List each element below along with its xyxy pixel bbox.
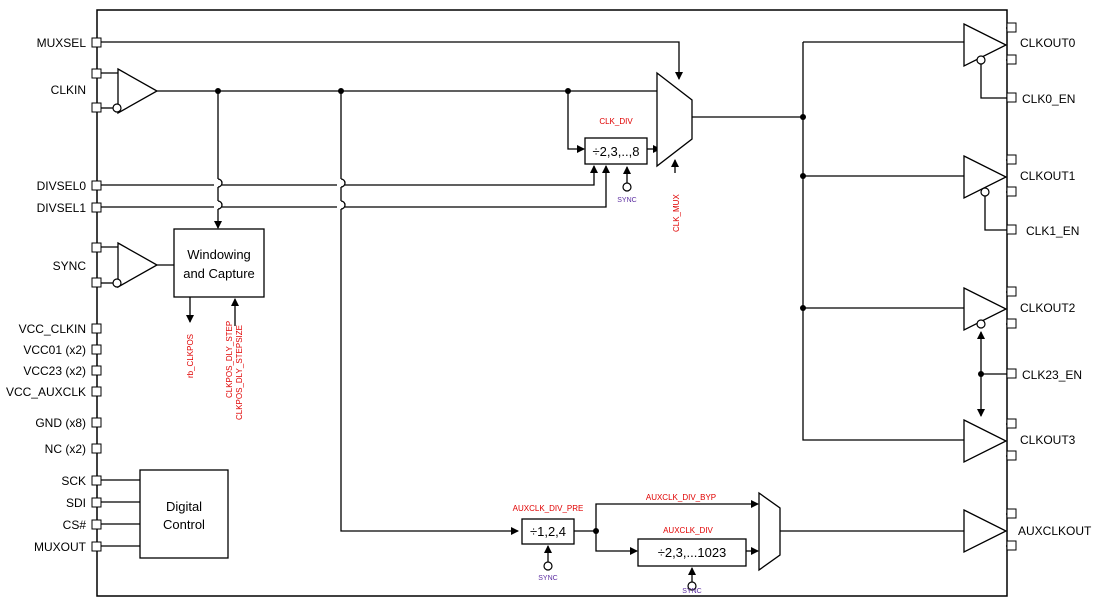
digital-control-block <box>139 469 229 559</box>
windowing-label-1: Windowing <box>187 247 251 262</box>
pin-label-clk1-en: CLK1_EN <box>1026 224 1079 238</box>
clkin-buffer <box>101 67 159 115</box>
windowing-capture-block <box>173 228 265 298</box>
pin-label-clkout0: CLKOUT0 <box>1020 36 1076 50</box>
pin-label-muxsel: MUXSEL <box>37 36 87 50</box>
pin-label-muxout: MUXOUT <box>34 540 87 554</box>
clk-div-sync-label: SYNC <box>617 197 636 204</box>
auxclk-div-label: AUXCLK_DIV <box>663 526 713 535</box>
aux-pre-divider-block <box>521 518 575 545</box>
auxclk-div-byp-label: AUXCLK_DIV_BYP <box>646 493 716 502</box>
clk-mux-label: CLK_MUX <box>672 194 681 232</box>
sync-buffer <box>101 241 159 289</box>
clk-div-block <box>584 137 648 165</box>
aux-pre-sync-label: SYNC <box>538 575 557 582</box>
pin-label-cs: CS# <box>63 518 87 532</box>
pin-label-vcc-clkin: VCC_CLKIN <box>19 322 86 336</box>
muxsel-wire <box>101 41 683 80</box>
pin-label-vcc-auxclk: VCC_AUXCLK <box>6 385 86 399</box>
pin-label-auxclkout: AUXCLKOUT <box>1018 524 1092 538</box>
pin-label-sck: SCK <box>61 474 86 488</box>
auxclk-div-pre-label: AUXCLK_DIV_PRE <box>513 504 584 513</box>
aux-div-sync-label: SYNC <box>682 588 701 595</box>
divsel1-wire <box>345 165 610 208</box>
pin-label-divsel1: DIVSEL1 <box>37 201 87 215</box>
pin-label-clkin: CLKIN <box>51 83 86 97</box>
pin-label-nc: NC (x2) <box>45 442 86 456</box>
output-distribution-bus <box>802 42 964 441</box>
divsel0-wire <box>345 165 598 186</box>
left-pins <box>91 37 102 552</box>
chip-outline <box>96 9 1008 597</box>
pin-label-sdi: SDI <box>66 496 86 510</box>
windowing-label-2: and Capture <box>183 266 255 281</box>
auxclkout-buffer <box>963 508 1012 554</box>
clkin-to-clkdiv <box>567 91 585 153</box>
pin-label-vcc23: VCC23 (x2) <box>23 364 86 378</box>
digital-control-label-2: Control <box>163 517 205 532</box>
clkout0-buffer <box>963 22 1012 99</box>
pin-label-clkout2: CLKOUT2 <box>1020 301 1076 315</box>
pin-label-clk0-en: CLK0_EN <box>1022 92 1075 106</box>
aux-bypass-wire <box>595 500 759 531</box>
clk-mux <box>656 71 693 168</box>
digital-control-label-1: Digital <box>166 499 202 514</box>
rb-clkpos-label: rb_CLKPOS <box>186 334 195 378</box>
aux-mux <box>758 491 781 572</box>
aux-pre-divider-label: ÷1,2,4 <box>530 524 566 539</box>
clkout2-buffer <box>963 286 1012 332</box>
pin-label-vcc01: VCC01 (x2) <box>23 343 86 357</box>
pin-label-divsel0: DIVSEL0 <box>37 179 87 193</box>
pin-label-clkout3: CLKOUT3 <box>1020 433 1076 447</box>
pin-label-gnd: GND (x8) <box>35 416 86 430</box>
aux-divider-label: ÷2,3,...1023 <box>658 545 727 560</box>
pin-label-clkout1: CLKOUT1 <box>1020 169 1076 183</box>
clkpos-dly-stepsize-label: CLKPOS_DLY_STEPSIZE <box>235 325 244 420</box>
clkpos-dly-step-label: CLKPOS_DLY_STEP <box>225 321 234 398</box>
pin-label-sync: SYNC <box>53 259 87 273</box>
clkout1-buffer <box>963 154 1012 231</box>
aux-divider-block <box>637 538 747 567</box>
clk-div-signal-label: CLK_DIV <box>599 117 633 126</box>
right-pins <box>1006 22 1017 551</box>
clk-div-block-label: ÷2,3,..,8 <box>593 144 640 159</box>
pin-label-clk23-en: CLK23_EN <box>1022 368 1082 382</box>
clkin-to-aux-pre <box>340 209 519 535</box>
clkout3-buffer <box>963 418 1012 464</box>
